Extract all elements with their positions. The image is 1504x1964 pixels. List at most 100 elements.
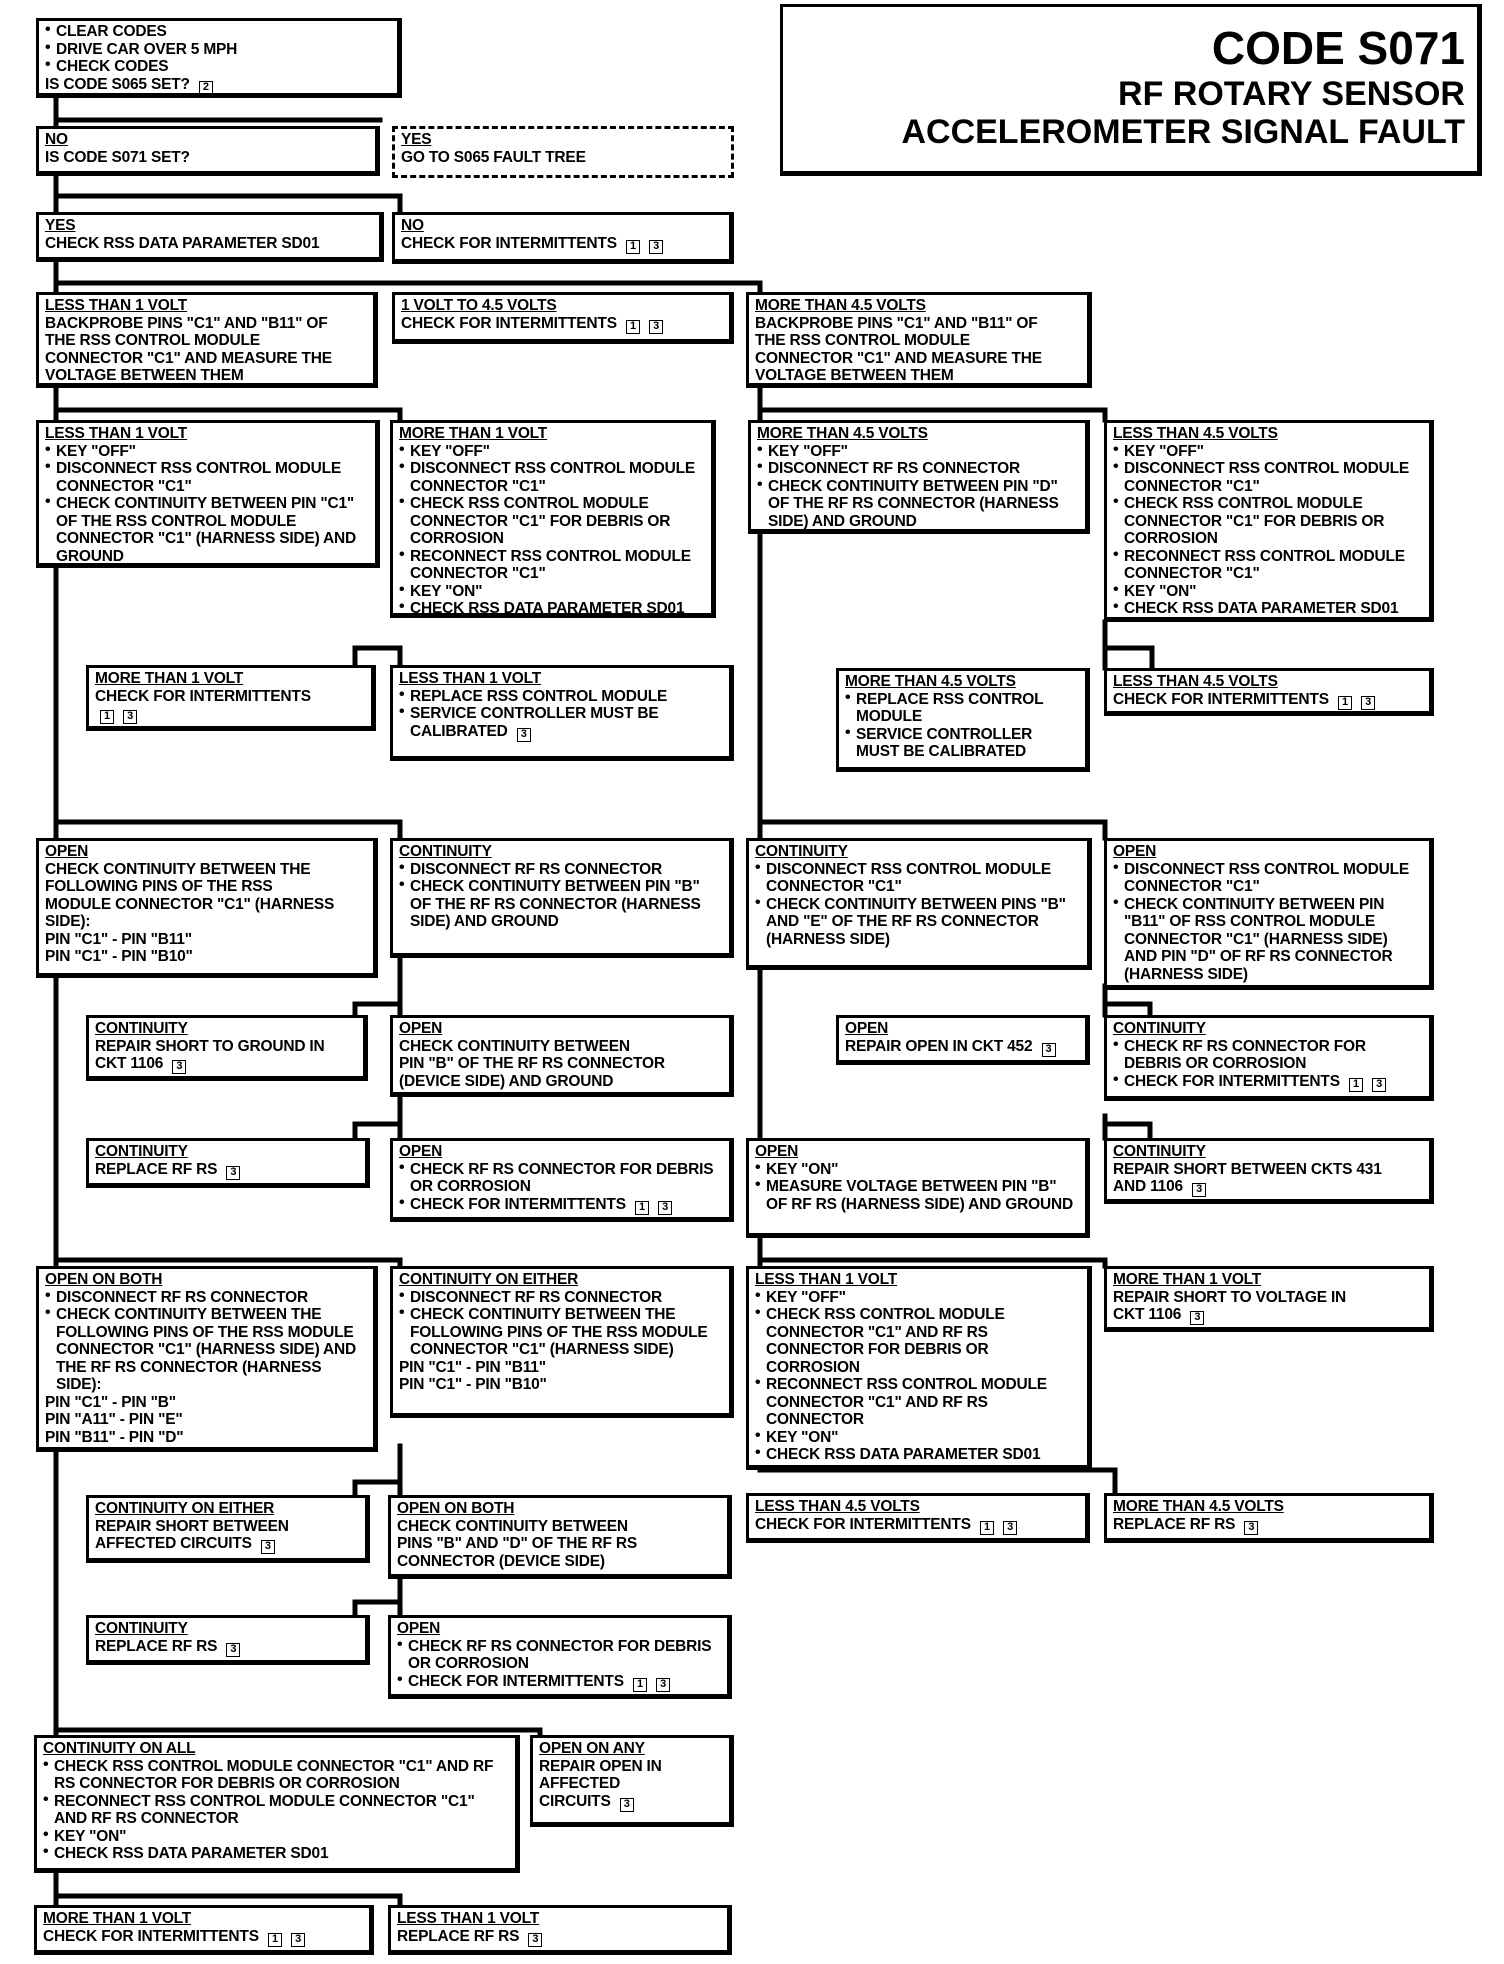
box-header: OPEN bbox=[755, 1143, 799, 1160]
footnote-ref: 1 bbox=[634, 1200, 649, 1215]
footnote-ref: 1 bbox=[625, 239, 640, 254]
box-line: VOLTAGE BETWEEN THEM bbox=[45, 367, 244, 384]
bullet-step: CHECK FOR INTERMITTENTS 1 3 bbox=[399, 1194, 723, 1215]
footnote-ref: 3 bbox=[619, 1797, 634, 1812]
box-d2-continuity: CONTINUITYCHECK RF RS CONNECTOR FOR DEBR… bbox=[1104, 1015, 1434, 1101]
box-d3-open: OPENKEY "ON"MEASURE VOLTAGE BETWEEN PIN … bbox=[746, 1138, 1090, 1238]
bullet-step: CHECK CONTINUITY BETWEEN PIN "C1" OF THE… bbox=[45, 493, 369, 563]
box-line: REPAIR SHORT TO VOLTAGE IN bbox=[1113, 1288, 1347, 1306]
connector bbox=[53, 1727, 543, 1738]
box-header: LESS THAN 1 VOLT bbox=[399, 670, 542, 687]
connector bbox=[1102, 645, 1155, 671]
box-line: AFFECTED CIRCUITS 3 bbox=[95, 1535, 359, 1554]
bullet-step: CHECK RSS DATA PARAMETER SD01 bbox=[755, 1444, 1081, 1464]
connector bbox=[53, 1893, 403, 1908]
box-line: CHECK FOR INTERMITTENTS 1 3 bbox=[1113, 691, 1423, 710]
box-line: CHECK FOR INTERMITTENTS 1 3 bbox=[401, 235, 723, 254]
box-line: CHECK FOR INTERMITTENTS 1 3 bbox=[401, 315, 723, 334]
box-line: GO TO S065 FAULT TREE bbox=[401, 148, 586, 166]
box-line: PIN "C1" - PIN "B10" bbox=[45, 948, 193, 965]
footnote-ref: 1 bbox=[267, 1932, 282, 1947]
connector bbox=[1102, 1121, 1153, 1141]
footnote-ref: 1 bbox=[979, 1520, 994, 1535]
connector bbox=[53, 1257, 403, 1269]
box-header: OPEN bbox=[399, 1020, 443, 1037]
box-header: OPEN ON BOTH bbox=[397, 1500, 515, 1517]
bullet-step: DISCONNECT RF RS CONNECTOR bbox=[45, 1287, 367, 1307]
box-header: CONTINUITY ON EITHER bbox=[399, 1271, 579, 1288]
box-header: LESS THAN 4.5 VOLTS bbox=[1113, 673, 1278, 690]
box-b-less-than-4-5-volts: LESS THAN 4.5 VOLTSKEY "OFF"DISCONNECT R… bbox=[1104, 420, 1434, 622]
bullet-step: KEY "OFF" bbox=[755, 1287, 1081, 1307]
box-line: (DEVICE SIDE) AND GROUND bbox=[399, 1072, 614, 1090]
bullet-step: CHECK CONTINUITY BETWEEN PINS "B" AND "E… bbox=[755, 894, 1081, 949]
bullet-step: CHECK RSS DATA PARAMETER SD01 bbox=[1113, 598, 1423, 617]
bullet-step: RECONNECT RSS CONTROL MODULE CONNECTOR "… bbox=[1113, 546, 1423, 583]
box-line: CHECK RSS DATA PARAMETER SD01 bbox=[45, 234, 320, 252]
footnote-ref: 3 bbox=[1003, 1520, 1018, 1535]
box-line: CHECK CONTINUITY BETWEEN bbox=[399, 1037, 630, 1055]
bullet-step: CHECK CONTINUITY BETWEEN PIN "B11" OF RS… bbox=[1113, 894, 1423, 984]
box-line: SIDE): bbox=[45, 913, 91, 930]
footnote-ref: 3 bbox=[260, 1540, 275, 1554]
footnote-ref: 3 bbox=[649, 319, 664, 334]
bullet-step: RECONNECT RSS CONTROL MODULE CONNECTOR "… bbox=[399, 546, 705, 583]
box-e-open-on-both: OPEN ON BOTHDISCONNECT RF RS CONNECTORCH… bbox=[36, 1266, 378, 1452]
box-line: CONNECTOR "C1" AND MEASURE THE bbox=[45, 349, 332, 367]
box-header: OPEN bbox=[399, 1143, 443, 1160]
footnote-ref: 3 bbox=[226, 1642, 241, 1657]
bullet-step: CHECK RSS CONTROL MODULE CONNECTOR "C1" … bbox=[399, 493, 705, 548]
connector bbox=[757, 407, 1108, 423]
box-line: CHECK CONTINUITY BETWEEN THE bbox=[45, 860, 311, 878]
box-header: MORE THAN 1 VOLT bbox=[95, 670, 244, 687]
box-header: OPEN bbox=[397, 1620, 441, 1637]
box-line: PIN "A11" - PIN "E" bbox=[45, 1411, 183, 1428]
box-line: 1 3 bbox=[95, 705, 365, 724]
bullet-step: CHECK CODES bbox=[45, 56, 391, 76]
connector bbox=[757, 1257, 1108, 1269]
box-line: FOLLOWING PINS OF THE RSS bbox=[45, 878, 273, 895]
footnote-ref: 3 bbox=[1190, 1311, 1205, 1325]
footnote-ref: 3 bbox=[658, 1200, 673, 1215]
connector bbox=[352, 1599, 403, 1618]
footnote-ref: 1 bbox=[625, 319, 640, 334]
box-header: MORE THAN 1 VOLT bbox=[399, 425, 548, 442]
box-line: CHECK FOR INTERMITTENTS 1 3 bbox=[755, 1516, 1079, 1535]
footnote-ref: 3 bbox=[1192, 1183, 1207, 1197]
footnote-ref: 2 bbox=[198, 80, 213, 93]
box-line: THE RSS CONTROL MODULE bbox=[45, 332, 260, 349]
box-header: LESS THAN 1 VOLT bbox=[45, 297, 188, 314]
box-line: PIN "B" OF THE RF RS CONNECTOR bbox=[399, 1055, 665, 1072]
footnote-ref: 3 bbox=[226, 1165, 241, 1180]
box-line: PIN "C1" - PIN "B" bbox=[45, 1393, 176, 1411]
footnote-ref: 3 bbox=[172, 1060, 187, 1074]
bullet-step: CLEAR CODES bbox=[45, 21, 391, 41]
box-line: CONNECTOR "C1" AND MEASURE THE bbox=[755, 349, 1042, 367]
box-line: REPLACE RF RS 3 bbox=[397, 1928, 721, 1947]
bullet-step: DISCONNECT RF RS CONNECTOR bbox=[399, 1287, 723, 1307]
connector bbox=[757, 819, 1108, 841]
box-header: OPEN ON ANY bbox=[539, 1740, 645, 1757]
bullet-step: KEY "ON" bbox=[755, 1427, 1081, 1447]
bullet-step: MEASURE VOLTAGE BETWEEN PIN "B" OF RF RS… bbox=[755, 1176, 1079, 1213]
bullet-step: CHECK CONTINUITY BETWEEN PIN "D" OF THE … bbox=[757, 476, 1079, 529]
footnote-ref: 3 bbox=[123, 710, 138, 724]
box-header: LESS THAN 1 VOLT bbox=[397, 1910, 540, 1927]
bullet-step: KEY "ON" bbox=[755, 1159, 1079, 1179]
box-line: REPAIR OPEN IN CKT 452 3 bbox=[845, 1038, 1079, 1057]
bullet-step: CHECK RSS CONTROL MODULE CONNECTOR "C1" … bbox=[1113, 493, 1423, 548]
